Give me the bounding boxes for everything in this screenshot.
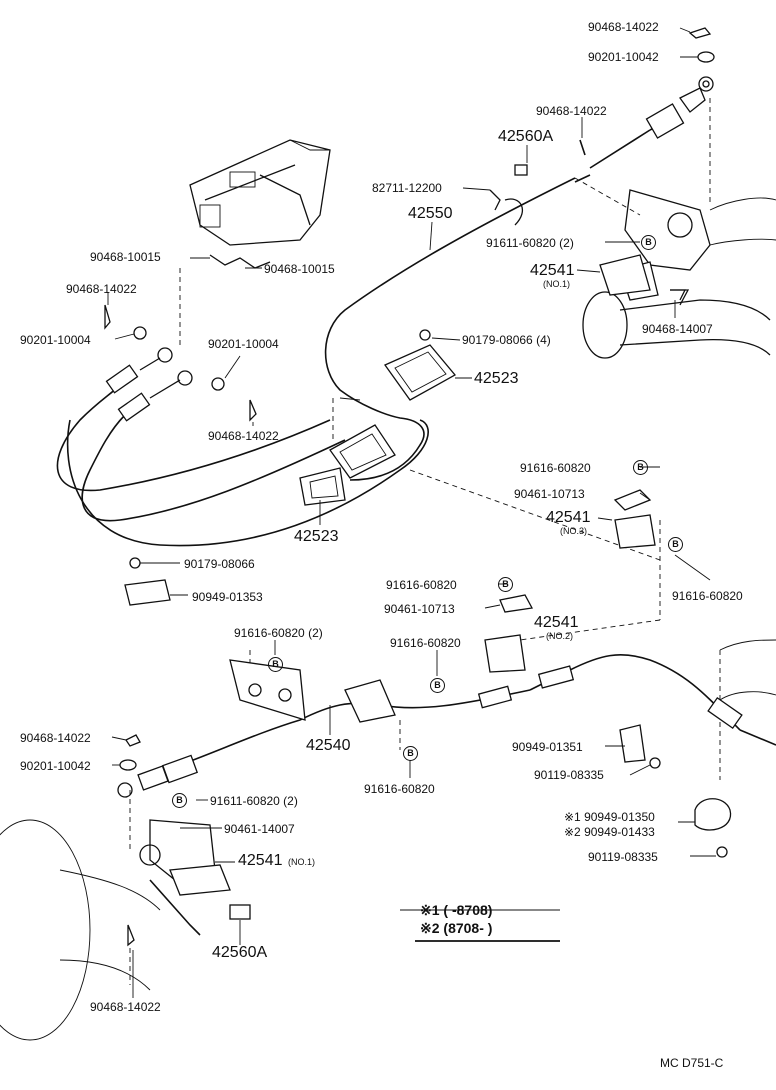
label-no3: (NO.3) <box>560 526 587 536</box>
symbol-b-2: B <box>633 460 648 476</box>
symbol-b-8: B <box>172 793 187 809</box>
legend-row-1: ※1 ( -8708) <box>420 902 493 918</box>
symbol-b-5: B <box>430 678 445 694</box>
symbol-b-6: B <box>268 657 283 673</box>
label-90468-10015-a: 90468-10015 <box>90 250 161 264</box>
figure-code: MC D751-C <box>660 1056 724 1070</box>
label-42541-no2: 42541 <box>534 614 579 631</box>
label-90468-14022-a: 90468-14022 <box>588 20 659 34</box>
symbol-b-7: B <box>403 746 418 762</box>
label-90179-08066: 90179-08066 <box>184 557 255 571</box>
label-x1-90949-01350: ※1 90949-01350 <box>564 810 655 824</box>
label-91616-60820-c: 91616-60820 <box>386 578 457 592</box>
label-90468-14007: 90468-14007 <box>642 322 713 336</box>
label-91616-60820-a: 91616-60820 <box>520 461 591 475</box>
label-42550: 42550 <box>408 205 453 222</box>
label-42523-b: 42523 <box>294 528 339 545</box>
label-no1-top: (NO.1) <box>543 279 570 289</box>
label-91616-60820-d: 91616-60820 <box>390 636 461 650</box>
label-90461-10713-b: 90461-10713 <box>384 602 455 616</box>
cable-42550-drawing <box>324 76 714 481</box>
label-90468-10015-b: 90468-10015 <box>264 262 335 276</box>
label-x2-90949-01433: ※2 90949-01433 <box>564 825 655 839</box>
label-90201-10042-a: 90201-10042 <box>588 50 659 64</box>
label-42523-a: 42523 <box>474 370 519 387</box>
small-parts <box>104 27 715 771</box>
lower-left-bracket-drawing <box>0 819 251 1041</box>
label-90201-10004-a: 90201-10004 <box>20 333 91 347</box>
label-no2: (NO.2) <box>546 631 573 641</box>
label-42541-no3: 42541 <box>546 509 591 526</box>
label-90119-08335-b: 90119-08335 <box>588 850 658 864</box>
label-90468-14022-d: 90468-14022 <box>208 429 279 443</box>
label-42540: 42540 <box>306 737 351 754</box>
label-91616-60820-2: 91616-60820 (2) <box>234 626 323 640</box>
symbol-b-1: B <box>641 235 656 251</box>
label-90461-14007: 90461-14007 <box>224 822 295 836</box>
label-90949-01353: 90949-01353 <box>192 590 263 604</box>
label-82711-12200: 82711-12200 <box>372 181 442 195</box>
symbol-b-3: B <box>668 537 683 553</box>
label-91611-60820-top: 91611-60820 (2) <box>486 236 574 250</box>
label-90179-08066-4: 90179-08066 (4) <box>462 333 551 347</box>
label-91611-60820-bot: 91611-60820 (2) <box>210 794 298 808</box>
label-90201-10042-b: 90201-10042 <box>20 759 91 773</box>
label-90468-14022-e: 90468-14022 <box>20 731 91 745</box>
cable-pair-drawing <box>56 347 429 547</box>
clip-drawings <box>124 254 732 858</box>
legend-row-2: ※2 (8708- ) <box>420 920 493 936</box>
label-90468-14022-b: 90468-14022 <box>536 104 607 118</box>
symbol-b-4: B <box>498 577 513 593</box>
label-90949-01351: 90949-01351 <box>512 740 583 754</box>
label-42560a-top: 42560A <box>498 128 554 145</box>
shifter-housing-drawing <box>189 139 331 246</box>
boot-plate-drawing <box>299 344 457 506</box>
label-90201-10004-b: 90201-10004 <box>208 337 279 351</box>
label-90461-10713-a: 90461-10713 <box>514 487 585 501</box>
label-90468-14022-f: 90468-14022 <box>90 1000 161 1014</box>
label-42541-bot: 42541 <box>238 852 283 869</box>
label-90119-08335-a: 90119-08335 <box>534 768 604 782</box>
label-91616-60820-e: 91616-60820 <box>364 782 435 796</box>
cable-42540-drawing <box>117 639 776 798</box>
label-90468-14022-c: 90468-14022 <box>66 282 137 296</box>
label-42541-top: 42541 <box>530 262 575 279</box>
label-no1-bot: (NO.1) <box>288 857 315 867</box>
label-42560a-bottom: 42560A <box>212 944 268 961</box>
label-91616-60820-b: 91616-60820 <box>672 589 743 603</box>
